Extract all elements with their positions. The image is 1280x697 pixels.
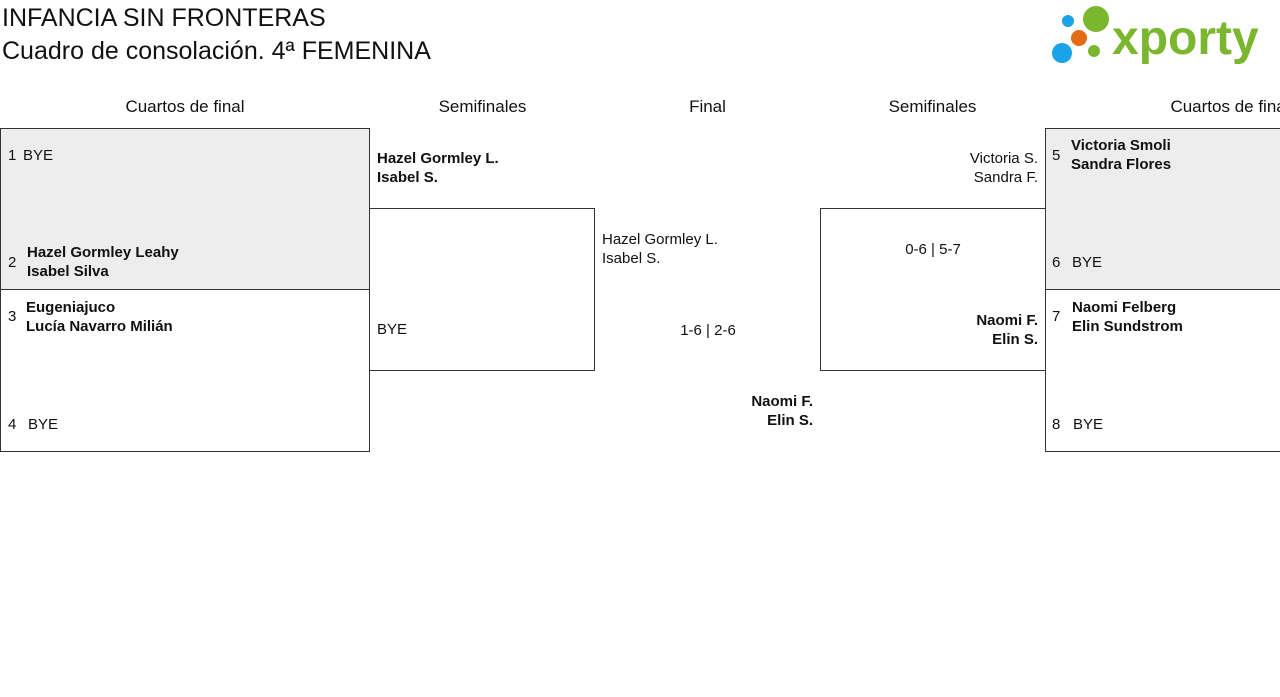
seed-number: 3 (8, 308, 17, 325)
seed-number: 8 (1052, 416, 1061, 433)
player-name: Lucía Navarro Milián (26, 318, 173, 335)
left-sf-match (369, 208, 595, 371)
seed-number: 1 (8, 147, 17, 164)
player-name: Sandra F. (973, 169, 1038, 186)
seed-number: 7 (1052, 308, 1061, 325)
player-name: Victoria Smoli (1071, 137, 1171, 154)
semifinal-score: 0-6 | 5-7 (905, 241, 961, 258)
player-name: Eugeniajuco (26, 299, 116, 316)
seed-number: 5 (1052, 147, 1061, 164)
player-name: Elin S. (992, 331, 1038, 348)
seed-number: 6 (1052, 254, 1061, 271)
col-left-quarters: Cuartos de final (125, 97, 245, 116)
right-qf-match-1 (1045, 128, 1280, 290)
player-name: Naomi Felberg (1072, 299, 1177, 316)
player-name: Isabel Silva (27, 263, 109, 280)
player-name: Hazel Gormley L. (377, 150, 499, 167)
player-name: BYE (377, 321, 408, 338)
col-right-quarters: Cuartos de final (1170, 97, 1280, 116)
col-right-semis: Semifinales (888, 97, 977, 116)
player-name: BYE (1072, 254, 1103, 271)
player-name: Isabel S. (377, 169, 438, 186)
tournament-title: INFANCIA SIN FRONTERAS (2, 4, 326, 32)
right-qf-match-2 (1045, 289, 1280, 452)
player-name: Elin Sundstrom (1072, 318, 1183, 335)
player-name: Hazel Gormley L. (602, 231, 718, 248)
logo-dot-blue-bottom (1052, 43, 1072, 63)
player-name: BYE (1073, 416, 1104, 433)
logo-dot-green-small (1088, 45, 1100, 57)
col-final: Final (689, 97, 726, 116)
left-qf-match-1 (0, 128, 370, 290)
player-name: Hazel Gormley Leahy (27, 244, 179, 261)
logo-text: xporty (1112, 12, 1259, 65)
logo-dot-green (1083, 6, 1109, 32)
player-name: BYE (23, 147, 54, 164)
player-name: Isabel S. (602, 250, 661, 267)
logo-dot-orange (1071, 30, 1087, 46)
winner-name: Naomi F. (751, 393, 813, 410)
draw-title: Cuadro de consolación. 4ª FEMENINA (2, 37, 431, 65)
player-name: Sandra Flores (1071, 156, 1172, 173)
player-name: Naomi F. (976, 312, 1038, 329)
player-name: BYE (28, 416, 59, 433)
player-name: Victoria S. (969, 150, 1038, 167)
seed-number: 4 (8, 416, 17, 433)
winner-name: Elin S. (767, 412, 813, 429)
xporty-logo: xporty (1050, 2, 1280, 68)
col-left-semis: Semifinales (438, 97, 527, 116)
final-score: 1-6 | 2-6 (680, 322, 736, 339)
seed-number: 2 (8, 254, 17, 271)
logo-dot-blue-top (1062, 15, 1074, 27)
